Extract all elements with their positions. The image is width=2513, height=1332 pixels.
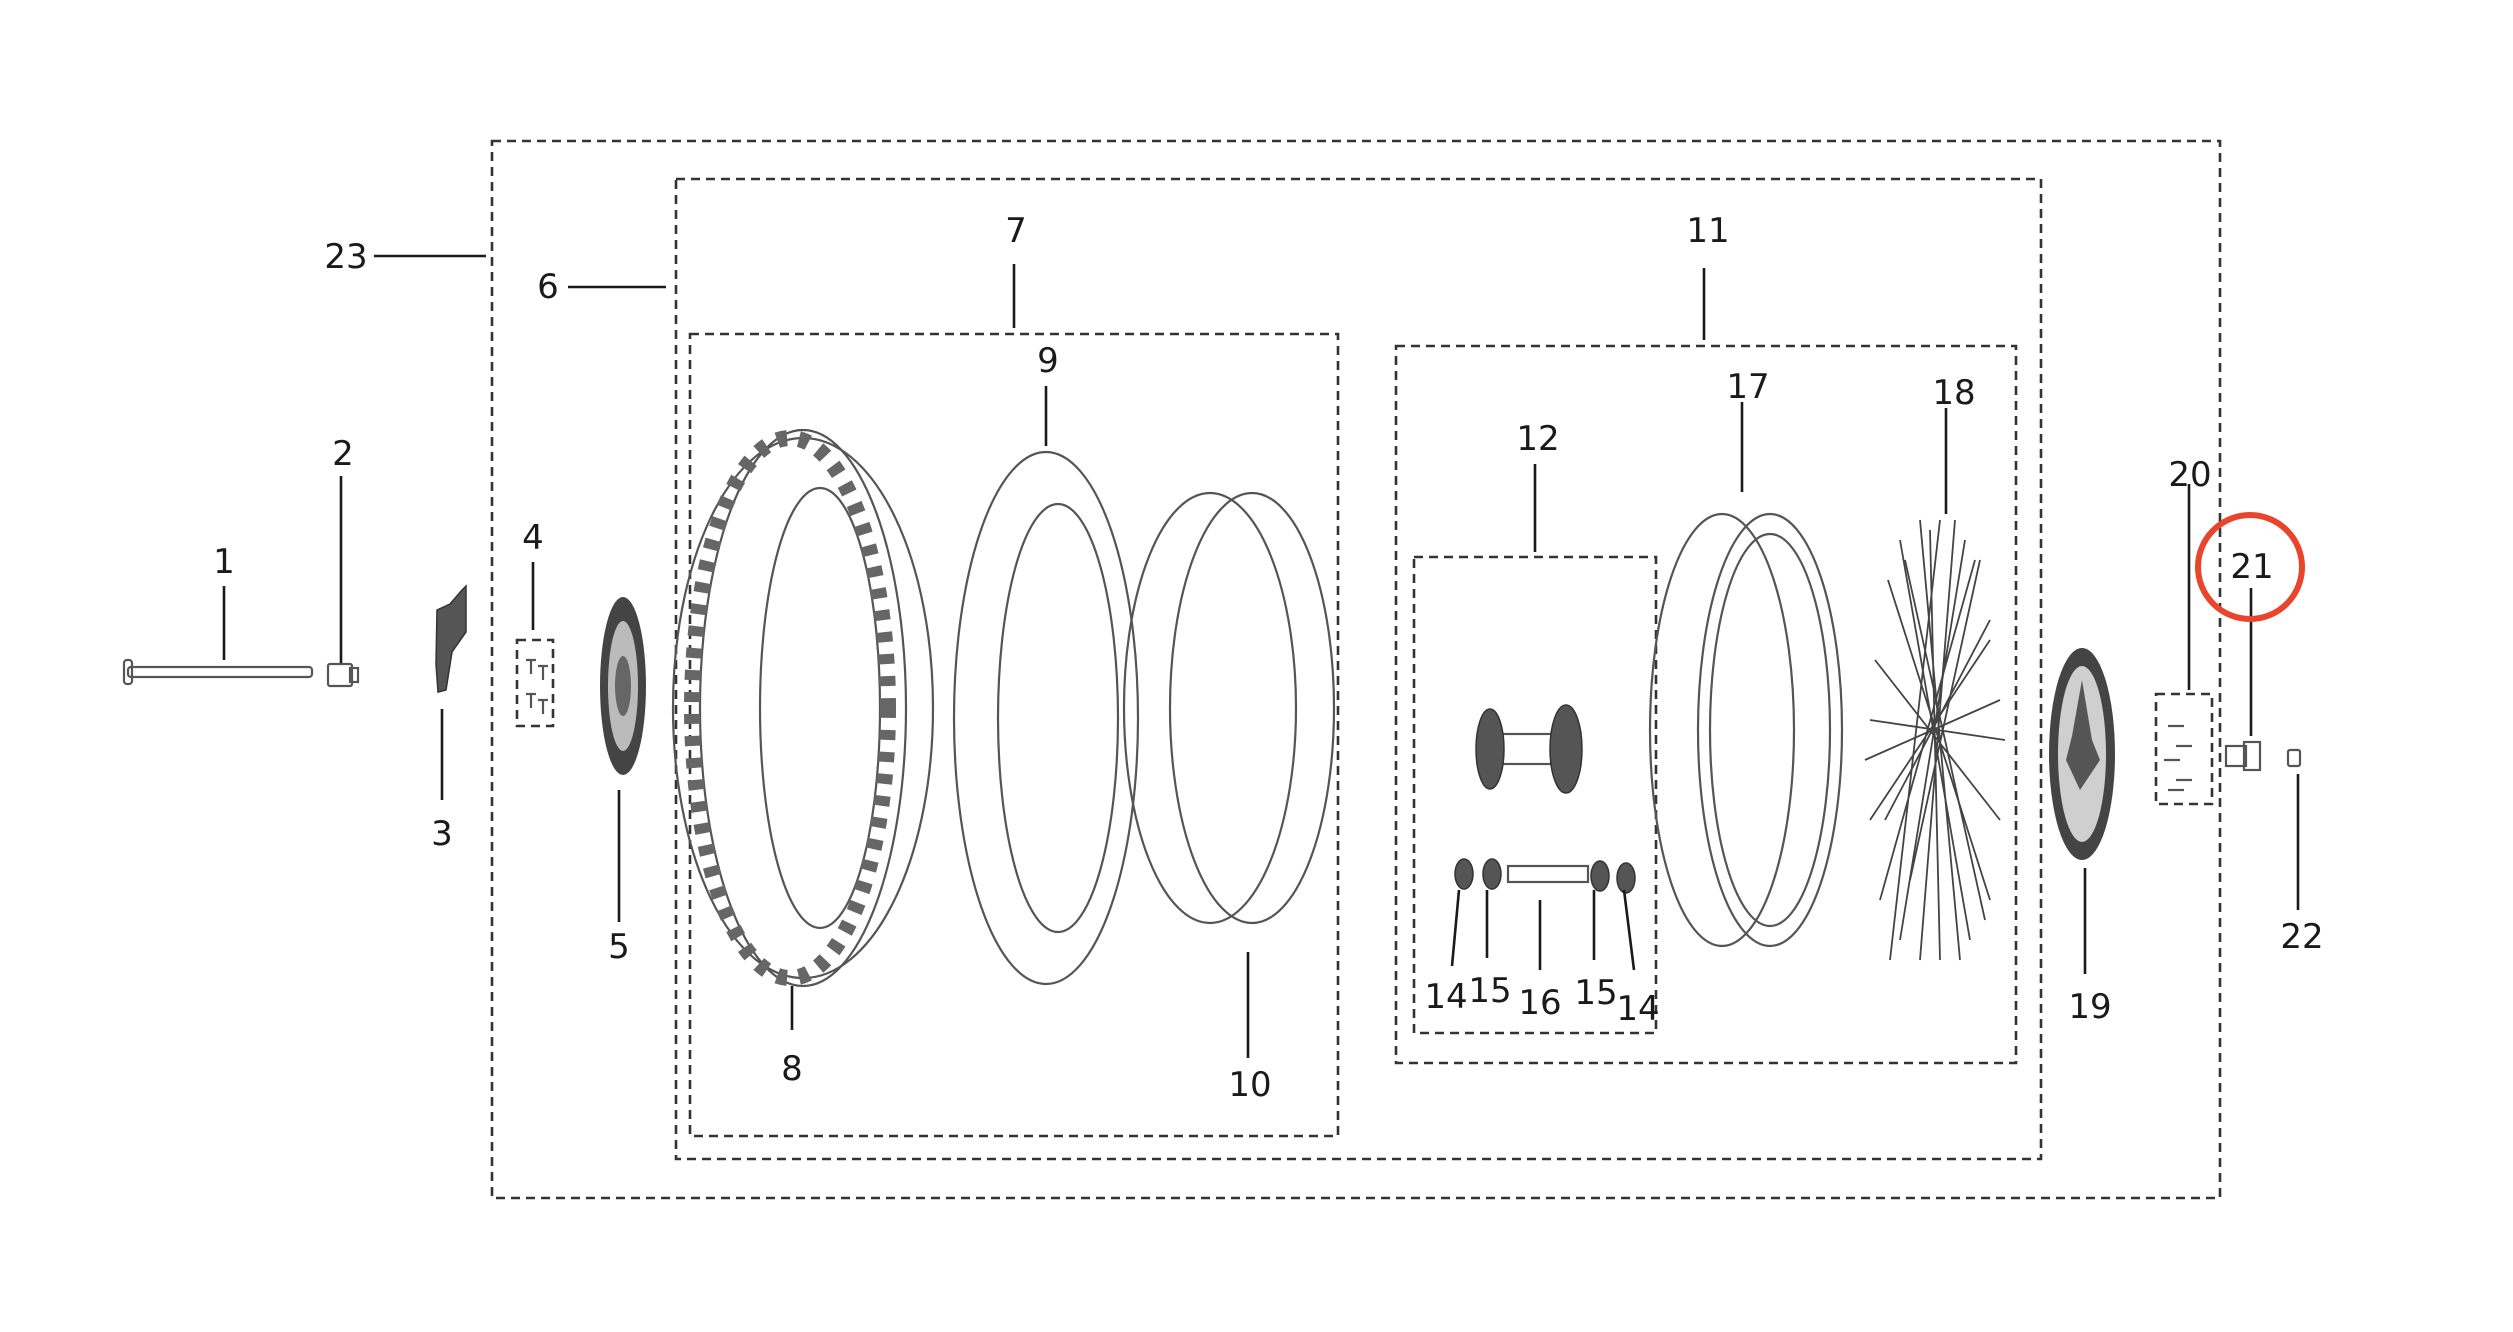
part-label-12: 12	[1516, 419, 1559, 459]
part-label-21: 21	[2230, 547, 2273, 587]
group-box-4	[515, 638, 555, 728]
part-label-8: 8	[781, 1049, 803, 1089]
part-label-15b: 15	[1574, 973, 1617, 1013]
bolts-part	[526, 658, 548, 714]
part-label-7: 7	[1005, 211, 1027, 251]
part-label-4: 4	[522, 518, 544, 558]
part-label-10: 10	[1228, 1065, 1271, 1105]
rim-band-part	[1122, 491, 1336, 925]
part-label-14a: 14	[1424, 977, 1467, 1017]
part-label-3: 3	[431, 814, 453, 854]
brake-disc-part	[600, 597, 646, 775]
part-label-14b: 14	[1616, 989, 1659, 1029]
sprocket-part	[2049, 648, 2115, 860]
part-label-20: 20	[2168, 455, 2211, 495]
part-label-1: 1	[213, 542, 235, 582]
rim-part	[1648, 512, 1844, 948]
sprocket-bolts-part	[2164, 724, 2192, 792]
group-box-20	[2154, 692, 2214, 806]
inner-tube-part	[952, 450, 1140, 986]
spacer-part	[2224, 740, 2262, 772]
part-label-2: 2	[332, 434, 354, 474]
part-label-11: 11	[1686, 211, 1729, 251]
part-label-22: 22	[2280, 917, 2323, 957]
part-label-16: 16	[1518, 983, 1561, 1023]
group-box-7	[688, 332, 1340, 1138]
caliper-bracket-part	[435, 584, 467, 693]
axle-part	[122, 658, 314, 686]
part-label-6: 6	[537, 267, 559, 307]
nut-part	[2286, 748, 2302, 768]
group-box-6	[674, 177, 2043, 1161]
part-label-5: 5	[608, 927, 630, 967]
group-box-11	[1394, 344, 2018, 1065]
part-label-17: 17	[1726, 367, 1769, 407]
hub-part	[1475, 704, 1583, 794]
part-label-15a: 15	[1468, 971, 1511, 1011]
tire-part	[671, 428, 935, 988]
leader-lines	[222, 254, 2300, 1058]
part-label-23: 23	[324, 237, 367, 277]
part-label-9: 9	[1037, 341, 1059, 381]
highlight-circle	[2195, 512, 2305, 622]
group-box-23	[490, 139, 2222, 1200]
bearings-spacer-part	[1454, 858, 1636, 894]
group-box-12	[1412, 555, 1658, 1035]
part-label-19: 19	[2068, 987, 2111, 1027]
axle-nut-part	[326, 662, 360, 688]
part-label-18: 18	[1932, 373, 1975, 413]
spokes-part	[1864, 519, 2006, 961]
